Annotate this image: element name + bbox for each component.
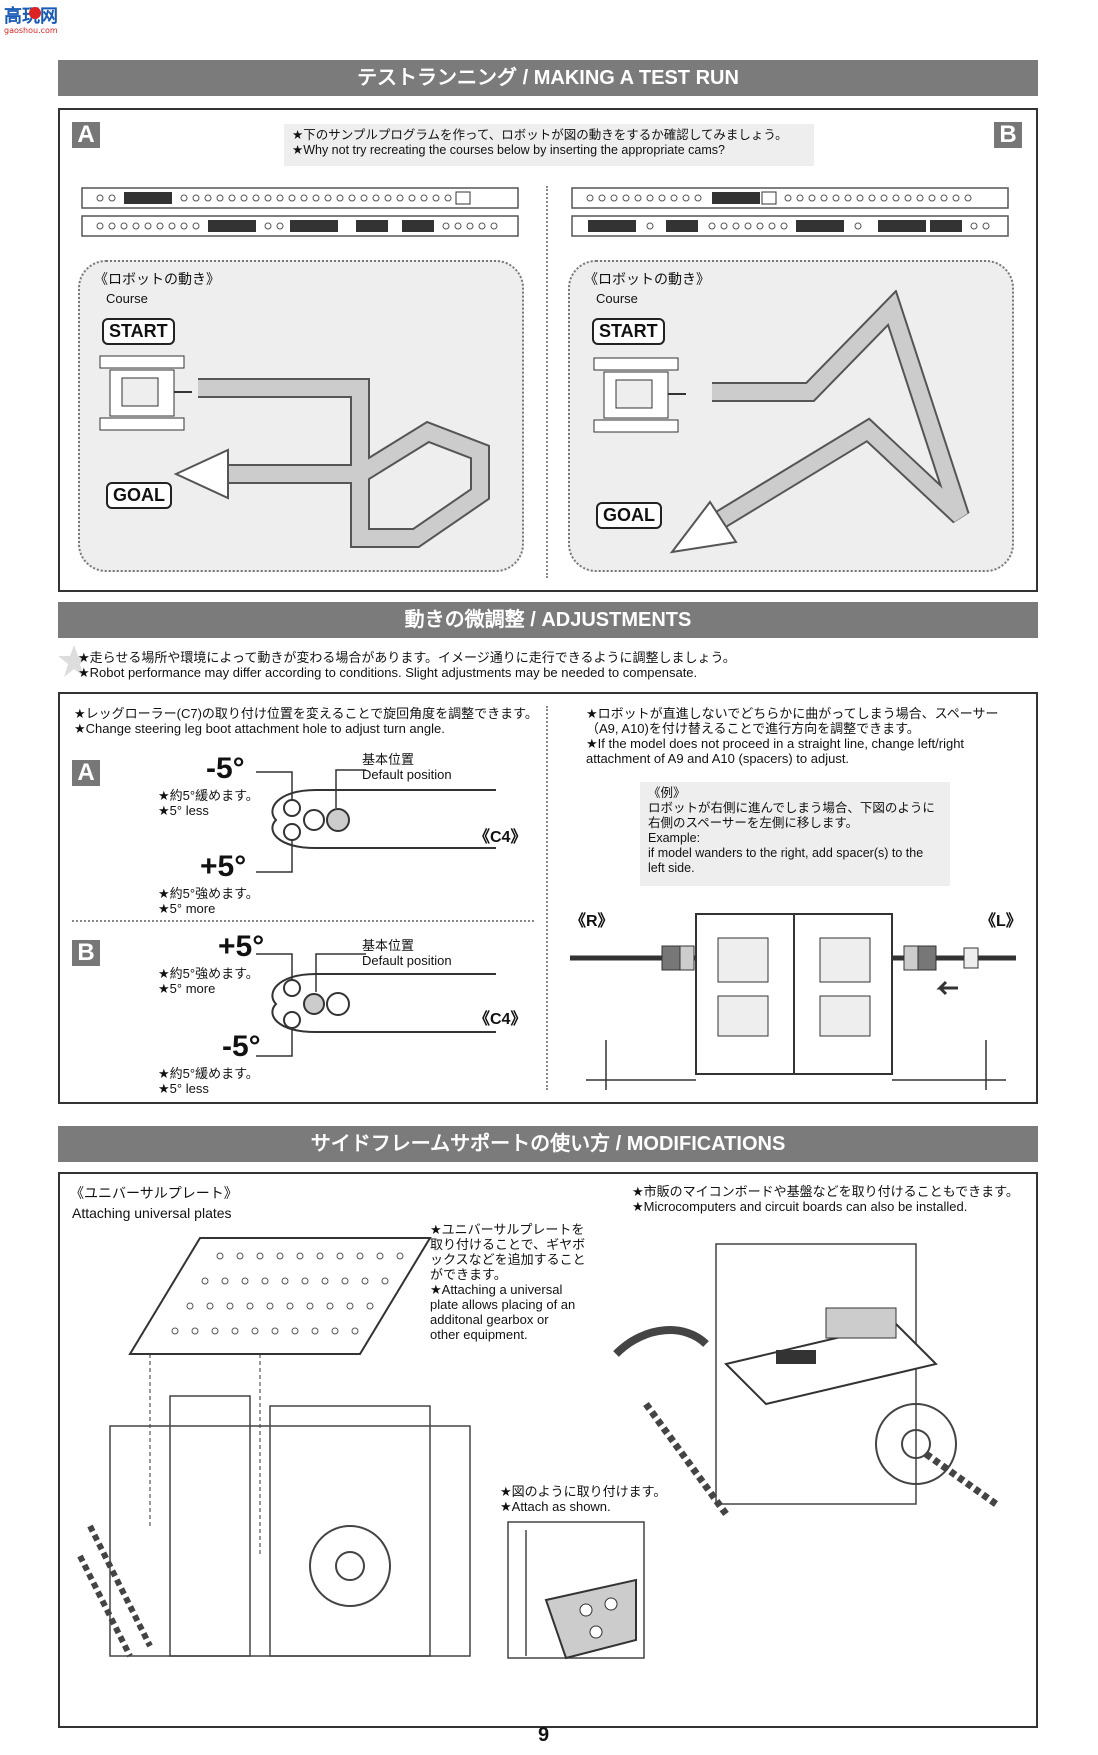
cam-rail-a-drawing — [81, 187, 519, 237]
divider-adjust-ab — [72, 920, 534, 922]
divider-adjustments — [546, 706, 548, 1090]
course-a-goal-label: GOAL — [106, 482, 172, 509]
cam-rail-b-drawing — [571, 187, 1009, 237]
adjust-a-top-note: ★約5°緩めます。 ★5° less — [158, 788, 259, 818]
adjust-b-top-value: +5° — [218, 930, 265, 963]
site-logo: 高玩网 gaoshou.com — [4, 5, 58, 35]
attach-note: ★図のように取り付けます。 ★Attach as shown. — [500, 1484, 667, 1514]
section-banner-modifications: サイドフレームサポートの使い方 / MODIFICATIONS — [58, 1126, 1038, 1162]
section-banner-adjustments: 動きの微調整 / ADJUSTMENTS — [58, 602, 1038, 638]
page-number: 9 — [538, 1724, 550, 1746]
adjust-a-bottom-note: ★約5°強めます。 ★5° more — [158, 886, 259, 916]
test-run-instruction: ★下のサンプルプログラムを作って、ロボットが図の動きをするか確認してみましょう。… — [284, 124, 814, 166]
course-b-path — [669, 290, 970, 554]
adjust-b-part-label: 《C4》 — [474, 1011, 527, 1028]
label-b: B — [994, 122, 1022, 148]
course-a-start-label: START — [102, 318, 175, 345]
attach-detail-illustration — [507, 1521, 645, 1660]
plate-note: ★ユニバーサルプレートを 取り付けることで、ギヤボ ックスなどを追加すること が… — [430, 1222, 586, 1342]
adjust-label-a: A — [72, 760, 100, 786]
adjust-a-default-position: 基本位置 Default position — [362, 752, 452, 782]
course-a-title-jp: 《ロボットの動き》 — [94, 271, 220, 287]
leg-link-diagram-b — [256, 953, 496, 1057]
adjust-b-bottom-note: ★約5°緩めます。 ★5° less — [158, 1066, 259, 1096]
adjust-label-b: B — [72, 940, 100, 966]
course-b-title-en: Course — [596, 291, 638, 306]
course-b-start-label: START — [592, 318, 665, 345]
universal-plate-illustration — [77, 1237, 471, 1658]
leg-roller-note: ★レッグローラー(C7)の取り付け位置を変えることで旋回角度を調整できます。 ★… — [74, 706, 538, 736]
adjust-b-default-position: 基本位置 Default position — [362, 938, 452, 968]
adjust-b-top-note: ★約5°強めます。 ★5° more — [158, 966, 259, 996]
gearbox-diagram — [570, 913, 1016, 1090]
section-banner-test-run: テストランニング / MAKING A TEST RUN — [58, 60, 1038, 96]
course-b-goal-label: GOAL — [596, 502, 662, 529]
course-a-title-en: Course — [106, 291, 148, 306]
plate-title-jp: 《ユニバーサルプレート》 — [70, 1185, 238, 1201]
adjustments-intro: ★走らせる場所や環境によって動きが変わる場合があります。イメージ通りに走行できる… — [78, 650, 736, 680]
plate-title-en: Attaching universal plates — [72, 1205, 232, 1221]
leg-link-diagram-a — [256, 769, 496, 873]
cam-rail-a — [80, 184, 520, 240]
cam-rail-b — [570, 184, 1010, 240]
star-badge-icon — [58, 645, 90, 677]
example-note: 《例》 ロボットが右側に進んでしまう場合、下図のように 右側のスペーサーを左側に… — [640, 782, 950, 886]
course-b-title-jp: 《ロボットの動き》 — [584, 271, 710, 287]
divider-test-run — [546, 186, 548, 578]
course-a-path — [173, 378, 490, 548]
adjust-a-top-value: -5° — [206, 752, 245, 785]
left-side-label: 《L》 — [980, 913, 1022, 930]
adjust-a-part-label: 《C4》 — [474, 829, 527, 846]
spacer-note: ★ロボットが直進しないでどちらかに曲がってしまう場合、スペーサー （A9, A1… — [586, 706, 999, 766]
label-a: A — [72, 122, 100, 148]
adjust-a-bottom-value: +5° — [200, 850, 247, 883]
robot-icon-b — [593, 357, 686, 433]
microcomputer-note: ★市販のマイコンボードや基盤などを取り付けることもできます。 ★Microcom… — [632, 1184, 1019, 1214]
adjust-b-bottom-value: -5° — [222, 1030, 261, 1063]
right-side-label: 《R》 — [570, 913, 614, 930]
robot-icon-a — [99, 355, 192, 431]
logo-subtext: gaoshou.com — [4, 26, 58, 35]
microcomputer-illustration — [613, 1243, 999, 1517]
